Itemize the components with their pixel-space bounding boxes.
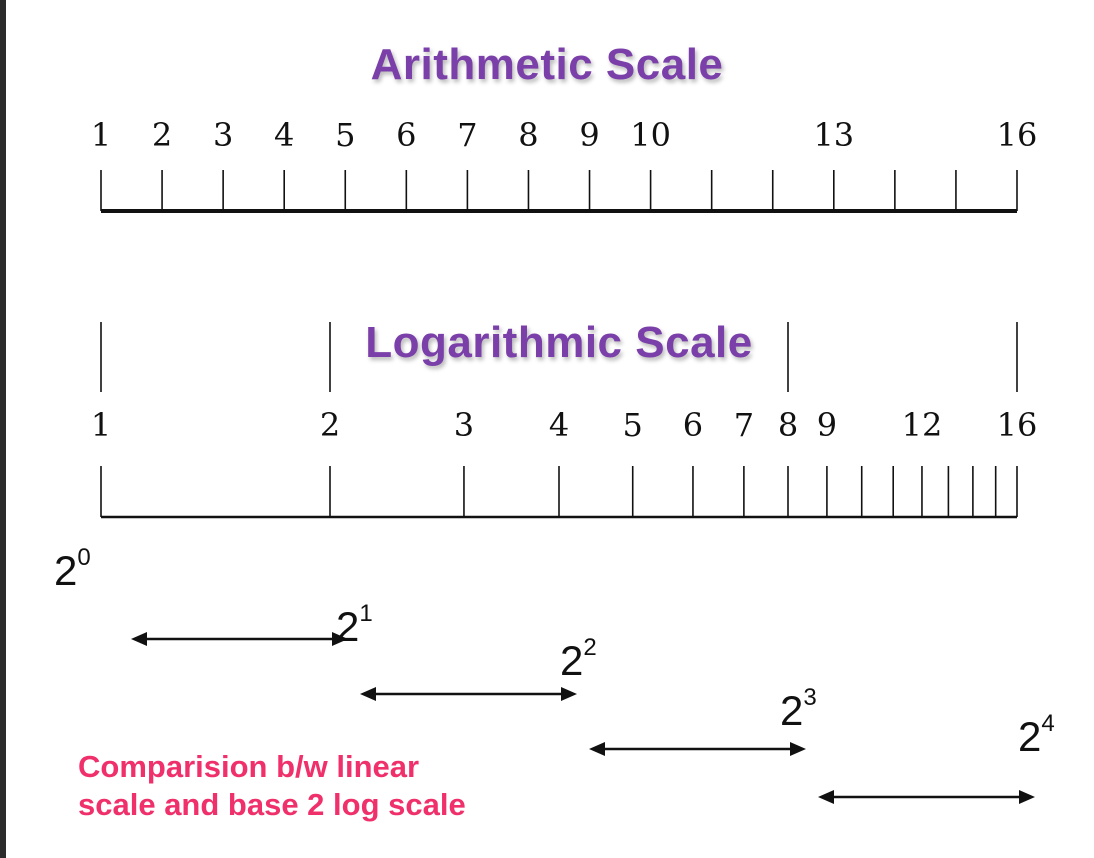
caption-line-1: Comparision b/w linear	[78, 749, 420, 784]
power-arrow-3-left-head	[589, 742, 605, 756]
logarithmic-scale-title: Logarithmic Scale	[365, 318, 753, 367]
arithmetic-tick-label-7: 7	[457, 116, 477, 154]
logarithmic-tick-label-9: 9	[817, 406, 837, 444]
arithmetic-tick-label-6: 6	[396, 116, 416, 154]
arithmetic-tick-label-1: 1	[91, 116, 111, 154]
arithmetic-tick-label-4: 4	[274, 116, 294, 154]
logarithmic-tick-label-6: 6	[683, 406, 703, 444]
caption-line-2: scale and base 2 log scale	[78, 787, 466, 822]
power-base: 2	[54, 547, 78, 594]
window-left-edge	[0, 0, 6, 858]
power-label-2-2: 22	[560, 636, 597, 684]
arithmetic-tick-label-5: 5	[335, 116, 355, 154]
logarithmic-tick-label-8: 8	[778, 406, 798, 444]
power-exponent: 4	[1041, 710, 1055, 737]
power-base: 2	[1018, 713, 1042, 760]
logarithmic-tick-label-5: 5	[623, 406, 643, 444]
power-label-2-4: 24	[1018, 712, 1055, 760]
power-base: 2	[336, 603, 360, 650]
arithmetic-tick-label-10: 10	[630, 116, 671, 154]
power-base: 2	[780, 687, 804, 734]
arithmetic-tick-label-13: 13	[813, 116, 854, 154]
arithmetic-tick-label-8: 8	[518, 116, 538, 154]
logarithmic-tick-label-12: 12	[902, 406, 943, 444]
power-arrow-4-left-head	[818, 790, 834, 804]
arithmetic-tick-label-3: 3	[213, 116, 233, 154]
power-arrow-4-right-head	[1019, 790, 1035, 804]
power-exponent: 0	[77, 544, 91, 571]
power-exponent: 3	[803, 684, 817, 711]
power-exponent: 2	[583, 634, 597, 661]
power-arrow-1-right-head	[332, 632, 348, 646]
power-arrow-2-right-head	[561, 687, 577, 701]
arithmetic-scale-title: Arithmetic Scale	[370, 40, 724, 89]
logarithmic-tick-label-3: 3	[454, 406, 474, 444]
logarithmic-tick-label-4: 4	[549, 406, 569, 444]
comparison-caption: Comparision b/w linear scale and base 2 …	[78, 748, 466, 824]
arithmetic-tick-label-9: 9	[579, 116, 599, 154]
logarithmic-tick-label-16: 16	[997, 406, 1038, 444]
power-arrow-2-left-head	[360, 687, 376, 701]
logarithmic-tick-label-7: 7	[734, 406, 754, 444]
arithmetic-tick-label-2: 2	[152, 116, 172, 154]
power-label-2-3: 23	[780, 686, 817, 734]
power-label-2-1: 21	[336, 602, 373, 650]
logarithmic-tick-label-2: 2	[320, 406, 340, 444]
arithmetic-tick-label-16: 16	[997, 116, 1038, 154]
logarithmic-tick-label-1: 1	[91, 406, 111, 444]
power-exponent: 1	[359, 600, 373, 627]
power-arrow-3-right-head	[790, 742, 806, 756]
power-base: 2	[560, 637, 584, 684]
power-arrow-1-left-head	[131, 632, 147, 646]
power-label-2-0: 20	[54, 546, 91, 594]
